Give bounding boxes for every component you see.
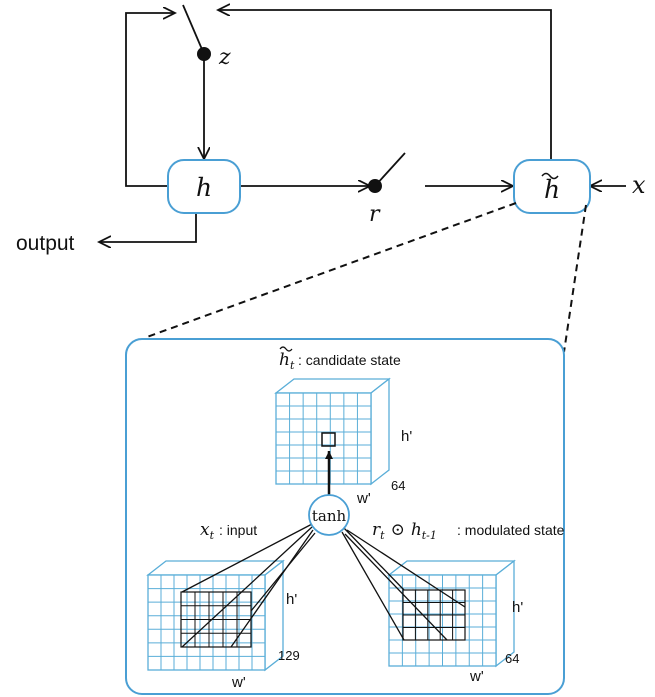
r-switch-blade xyxy=(374,152,406,187)
modulated-height-label: h' xyxy=(512,599,523,616)
modulated-width-label: w' xyxy=(469,668,484,685)
tanh-label: tanh xyxy=(312,507,347,525)
zoom-line-right xyxy=(563,204,587,353)
r-label: r xyxy=(369,202,381,227)
h-feedback-line xyxy=(125,13,174,187)
candidate-width-label: w' xyxy=(356,490,371,507)
z-switch-dot xyxy=(197,47,211,61)
input-cube xyxy=(146,559,285,672)
input-symbol: xt xyxy=(200,520,215,542)
modulated-cube-top xyxy=(387,560,516,576)
z-switch-blade xyxy=(182,4,205,55)
candidate-label: : candidate state xyxy=(298,352,401,368)
modulated-symbol: rt⊙ht-1 xyxy=(372,520,437,542)
input-width-label: w' xyxy=(231,674,246,691)
input-cube-front xyxy=(147,574,266,671)
htilde-tilde xyxy=(541,172,559,180)
input-height-label: h' xyxy=(286,591,297,608)
candidate-grid xyxy=(276,393,371,484)
candidate-symbol: ht xyxy=(279,350,295,372)
convergence-lines xyxy=(181,522,466,648)
tanh-node xyxy=(308,494,350,536)
output-label: output xyxy=(16,232,75,255)
candidate-depth-label: 64 xyxy=(391,478,405,493)
htilde-node xyxy=(513,159,591,214)
htilde-node-label: h xyxy=(544,175,560,204)
candidate-height-label: h' xyxy=(401,428,412,445)
input-label: : input xyxy=(219,522,257,538)
candidate-cube-side xyxy=(370,377,390,486)
candidate-cube-top xyxy=(274,378,391,394)
input-kernel-grid xyxy=(181,592,251,647)
candidate-highlight-cell xyxy=(321,432,336,447)
z-label: z xyxy=(218,45,231,70)
h-node xyxy=(167,159,241,214)
candidate-cube xyxy=(274,377,391,486)
modulated-label: : modulated state xyxy=(457,522,565,538)
h-node-label: h xyxy=(196,173,212,202)
input-grid xyxy=(148,575,265,670)
candidate-cube-front xyxy=(275,392,372,485)
h-to-output-arrow xyxy=(100,214,197,242)
modulated-depth-label: 64 xyxy=(505,651,519,666)
candidate-tilde xyxy=(279,346,293,352)
r-switch-dot xyxy=(368,179,382,193)
zoom-line-left xyxy=(146,202,517,338)
gru-flow xyxy=(100,5,626,242)
input-depth-label: 129 xyxy=(278,648,300,663)
htilde-feedback-line xyxy=(219,10,552,163)
modulated-cube xyxy=(387,559,516,668)
x-label: x xyxy=(632,171,646,199)
